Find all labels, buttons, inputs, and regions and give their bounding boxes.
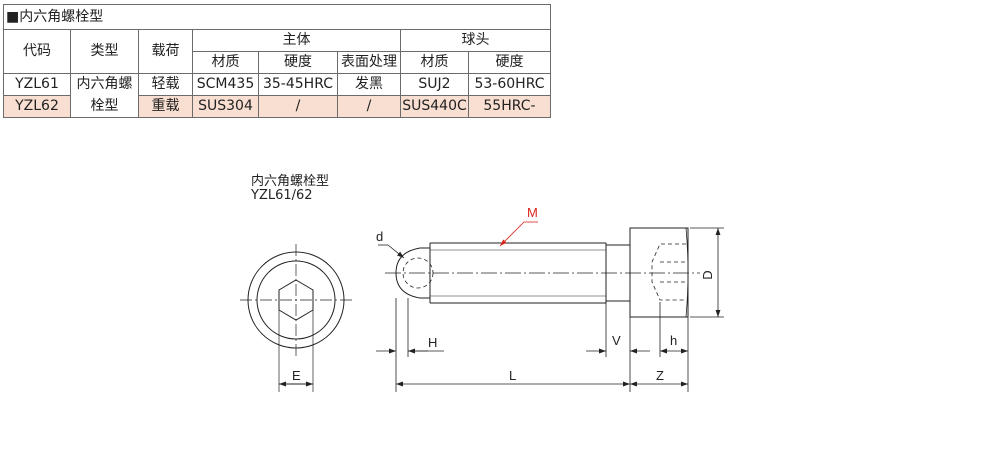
cell-ball-hardness: 55HRC- bbox=[468, 95, 551, 118]
header-ball-hardness: 硬度 bbox=[468, 51, 551, 74]
header-code: 代码 bbox=[3, 29, 71, 74]
label-D: D bbox=[700, 270, 715, 279]
label-E: E bbox=[292, 368, 301, 383]
dimensions bbox=[376, 221, 724, 392]
cell-body-hardness: / bbox=[258, 95, 338, 118]
table-row: YZL62 栓型 重载 SUS304 / / SUS440C 55HRC- bbox=[3, 95, 551, 118]
cell-surface: 发黑 bbox=[337, 73, 401, 96]
cell-surface: / bbox=[337, 95, 401, 118]
side-view bbox=[385, 227, 700, 318]
spec-table: ■内六角螺栓型 代码 类型 载荷 主体 球头 材质 硬度 表面处理 材质 硬度 … bbox=[3, 4, 551, 118]
cell-type-line1: 内六角螺 bbox=[70, 73, 139, 96]
cell-body-hardness: 35-45HRC bbox=[258, 73, 338, 96]
cell-load: 重载 bbox=[138, 95, 193, 118]
label-Z: Z bbox=[656, 368, 664, 383]
cell-body-material: SUS304 bbox=[192, 95, 259, 118]
label-H: H bbox=[428, 335, 437, 350]
label-d: d bbox=[376, 229, 383, 244]
label-m: M bbox=[527, 205, 538, 220]
drawing-title: 内六角螺栓型 bbox=[251, 174, 330, 189]
label-V: V bbox=[612, 333, 621, 348]
table-row: YZL61 内六角螺 轻载 SCM435 35-45HRC 发黑 SUJ2 53… bbox=[3, 73, 551, 96]
header-load: 载荷 bbox=[138, 29, 193, 74]
label-h: h bbox=[670, 333, 677, 348]
table-caption: ■内六角螺栓型 bbox=[3, 4, 551, 30]
header-surface: 表面处理 bbox=[337, 51, 401, 74]
cell-ball-material: SUJ2 bbox=[400, 73, 469, 96]
header-body-material: 材质 bbox=[192, 51, 259, 74]
cell-load: 轻载 bbox=[138, 73, 193, 96]
end-view bbox=[240, 244, 352, 392]
cell-type-line2: 栓型 bbox=[70, 95, 139, 118]
cell-ball-material: SUS440C bbox=[400, 95, 469, 118]
cell-code: YZL62 bbox=[3, 95, 71, 118]
label-L: L bbox=[509, 368, 516, 383]
cell-code: YZL61 bbox=[3, 73, 71, 96]
drawing-subtitle: YZL61/62 bbox=[251, 188, 313, 203]
